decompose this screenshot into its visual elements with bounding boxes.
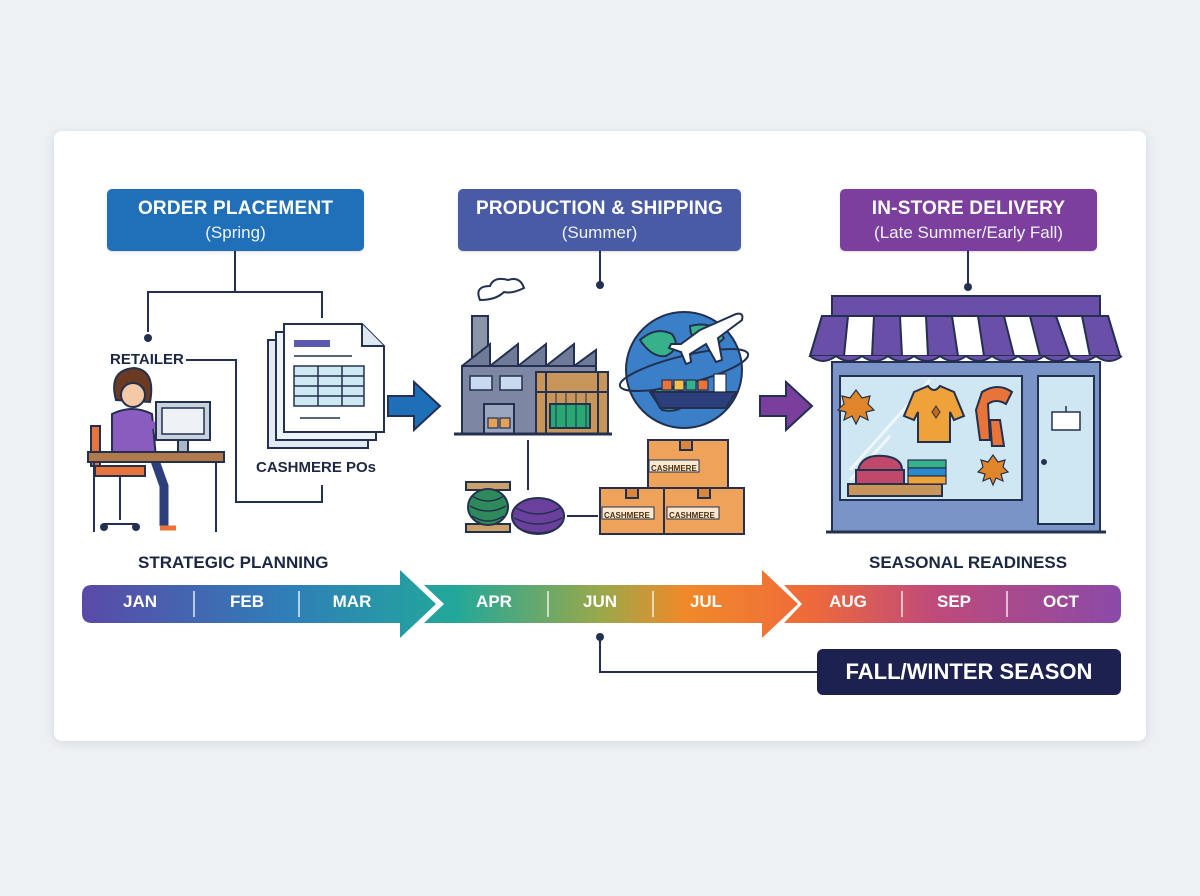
strategic-planning-label: STRATEGIC PLANNING <box>138 553 329 572</box>
purchase-order-documents-icon <box>267 323 385 449</box>
month-label: JUN <box>582 592 617 611</box>
flow-arrow-1 <box>387 379 442 433</box>
phase-production-shipping: PRODUCTION & SHIPPING (Summer) <box>458 189 741 251</box>
globe-airplane-ship-icon <box>618 311 750 429</box>
cashmere-boxes-icon <box>599 439 745 535</box>
seasonal-readiness-label: SEASONAL READINESS <box>869 553 1068 572</box>
connector-lines <box>147 250 969 673</box>
cashmere-box-label: CASHMERE <box>651 464 697 473</box>
phase-subtitle: (Late Summer/Early Fall) <box>874 223 1063 242</box>
month-label: MAR <box>332 592 372 611</box>
retailer-at-desk-icon <box>87 366 225 532</box>
phase-title: PRODUCTION & SHIPPING <box>476 198 723 219</box>
month-label: JAN <box>122 592 157 611</box>
flow-arrow-2 <box>759 379 814 433</box>
connector-dots <box>144 281 972 641</box>
phase-subtitle: (Summer) <box>561 223 638 242</box>
season-banner: FALL/WINTER SEASON <box>817 649 1121 695</box>
phase-subtitle: (Spring) <box>205 223 266 242</box>
cashmere-box-label: CASHMERE <box>669 511 715 520</box>
yarn-spools-icon <box>465 481 565 535</box>
cashmere-pos-label: CASHMERE POs <box>256 459 377 476</box>
month-label: SEP <box>936 592 972 611</box>
phase-title: IN-STORE DELIVERY <box>871 198 1066 219</box>
month-label: OCT <box>1043 592 1079 611</box>
cashmere-box-label: CASHMERE <box>604 511 650 520</box>
phase-in-store-delivery: IN-STORE DELIVERY (Late Summer/Early Fal… <box>840 189 1097 251</box>
month-label: APR <box>476 592 512 611</box>
month-label: JUL <box>689 592 723 611</box>
retailer-label: RETAILER <box>110 351 184 368</box>
factory-icon <box>454 277 612 436</box>
phase-title: ORDER PLACEMENT <box>137 198 334 219</box>
phase-order-placement: ORDER PLACEMENT (Spring) <box>107 189 364 251</box>
timeline-bar <box>82 570 1121 638</box>
month-label: FEB <box>230 592 264 611</box>
month-label: AUG <box>829 592 867 611</box>
storefront-icon <box>808 295 1123 534</box>
awning <box>808 315 1123 362</box>
